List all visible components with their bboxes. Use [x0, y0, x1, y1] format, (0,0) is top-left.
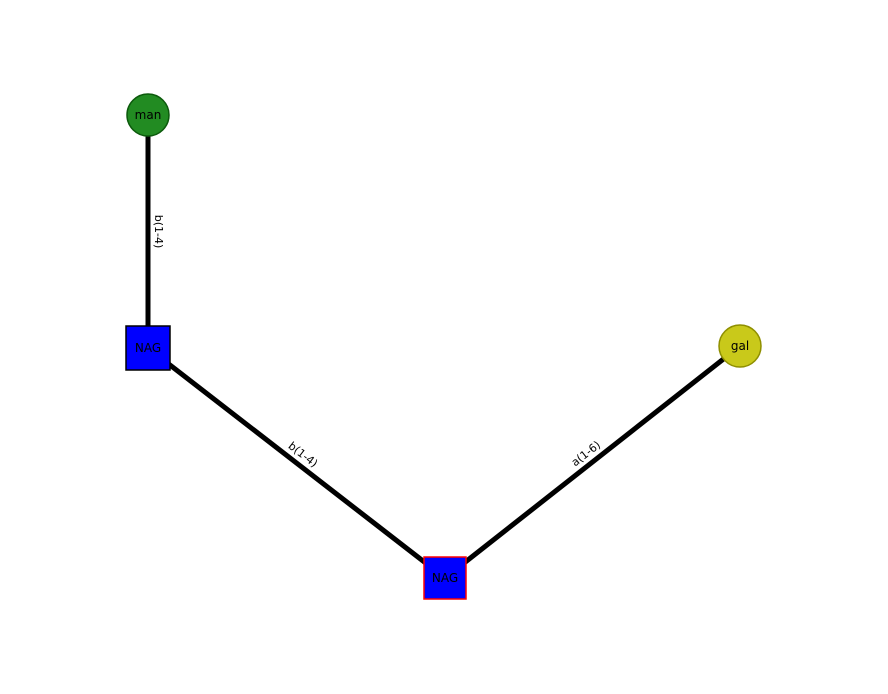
node-gal-circle [718, 324, 762, 368]
node-label-nag2: NAG [432, 571, 458, 585]
node-label-gal: gal [731, 339, 749, 353]
edge-nag1-nag2 [145, 345, 448, 581]
node-nag2-square [423, 556, 467, 600]
node-label-nag1: NAG [135, 341, 161, 355]
node-man-circle [126, 93, 170, 137]
edge-nag2-gal [442, 343, 743, 581]
node-label-man: man [135, 108, 162, 122]
node-nag1-square [125, 325, 171, 371]
edge-label-man-nag1: b(1-4) [152, 215, 165, 249]
